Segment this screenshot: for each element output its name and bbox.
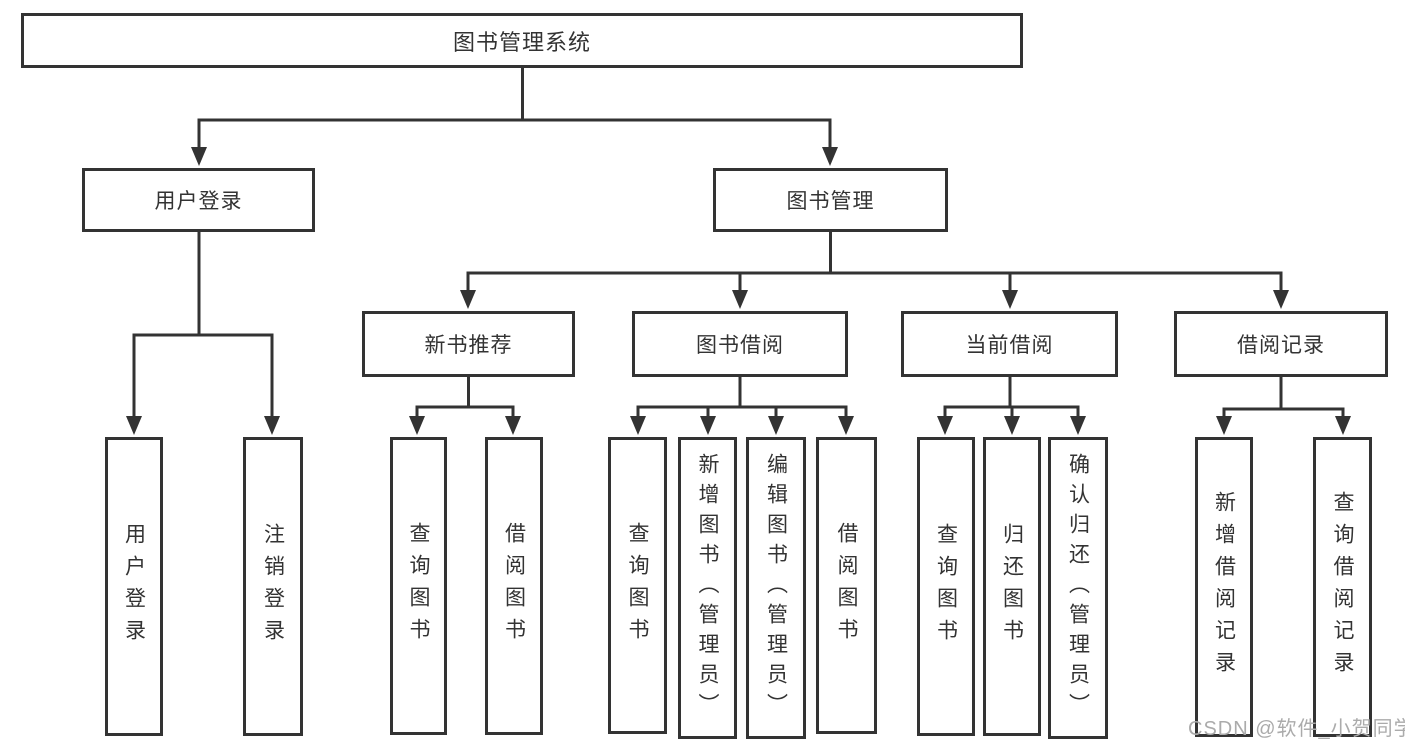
node-library-system: 图书管理系统: [21, 13, 1023, 68]
node-label: 新书推荐: [424, 334, 513, 357]
node-label: 查询图书: [407, 522, 430, 650]
node-label: 确认归还（管理员）: [1066, 453, 1090, 723]
leaf-confirm-return-admin: 确认归还（管理员）: [1048, 437, 1108, 739]
leaf-query-books-recommend: 查询图书: [390, 437, 447, 735]
node-current-borrowing: 当前借阅: [901, 311, 1118, 377]
leaf-add-borrow-record: 新增借阅记录: [1195, 437, 1253, 737]
leaf-edit-book-admin: 编辑图书（管理员）: [746, 437, 806, 739]
node-label: 借阅图书: [835, 521, 858, 650]
node-label: 图书管理: [786, 190, 875, 213]
node-label: 注销登录: [261, 522, 285, 651]
node-label: 当前借阅: [965, 334, 1054, 357]
node-new-book-recommend: 新书推荐: [362, 311, 575, 377]
node-book-management: 图书管理: [713, 168, 948, 232]
node-label: 查询借阅记录: [1331, 491, 1354, 683]
node-label: 借阅图书: [502, 522, 526, 650]
leaf-query-books-current: 查询图书: [917, 437, 975, 736]
node-label: 用户登录: [154, 190, 243, 213]
leaf-return-book: 归还图书: [983, 437, 1041, 736]
node-label: 图书管理系统: [452, 29, 591, 55]
leaf-query-borrow-record: 查询借阅记录: [1313, 437, 1372, 737]
node-label: 查询图书: [626, 521, 649, 650]
leaf-borrow-books-borrowing: 借阅图书: [816, 437, 877, 734]
node-label: 用户登录: [122, 522, 146, 651]
node-book-borrowing: 图书借阅: [632, 311, 848, 377]
node-label: 借阅记录: [1237, 334, 1325, 357]
node-borrow-records: 借阅记录: [1174, 311, 1388, 377]
leaf-add-book-admin: 新增图书（管理员）: [678, 437, 737, 739]
node-label: 新增借阅记录: [1212, 491, 1236, 683]
node-user-login: 用户登录: [82, 168, 315, 232]
node-label: 查询图书: [934, 522, 958, 651]
node-label: 归还图书: [1000, 522, 1024, 651]
leaf-borrow-books-recommend: 借阅图书: [485, 437, 543, 735]
node-label: 新增图书（管理员）: [696, 453, 719, 723]
leaf-query-books-borrowing: 查询图书: [608, 437, 667, 734]
node-label: 图书借阅: [696, 334, 784, 357]
leaf-logout-login: 注销登录: [243, 437, 303, 736]
node-label: 编辑图书（管理员）: [764, 453, 788, 723]
watermark: CSDN @软件_小贺同学: [1188, 718, 1405, 740]
leaf-user-login: 用户登录: [105, 437, 163, 736]
